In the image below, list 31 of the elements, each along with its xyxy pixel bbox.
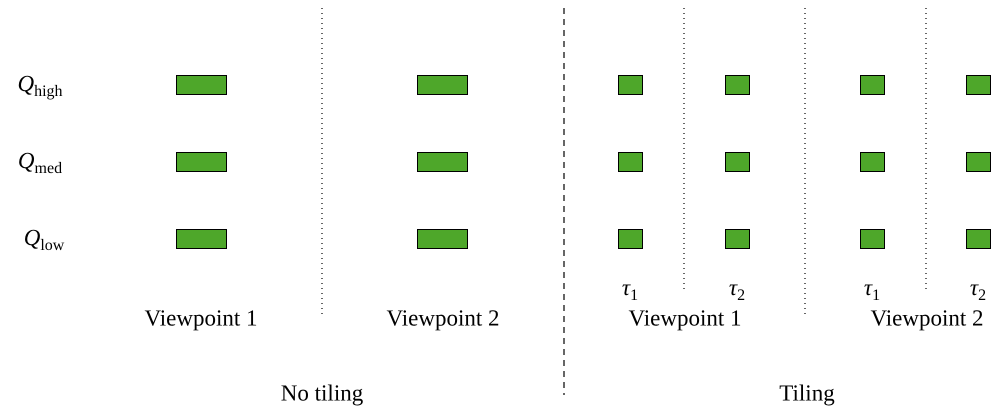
tile-label: τ$_{2}$ (970, 276, 986, 304)
column-label: Viewpoint 2 (870, 306, 984, 330)
bar-block (176, 75, 227, 95)
bar-block (860, 152, 885, 172)
bar-block (860, 75, 885, 95)
tile-label: τ$_{1}$ (864, 276, 880, 304)
bar-block (966, 152, 991, 172)
bar-block (725, 229, 750, 249)
bar-block (966, 75, 991, 95)
bar-block (618, 152, 643, 172)
bar-block (417, 152, 468, 172)
bar-block (860, 229, 885, 249)
bar-block (966, 229, 991, 249)
bar-block (618, 75, 643, 95)
bar-block (176, 229, 227, 249)
bar-block (618, 229, 643, 249)
row-label: Q$_{low}$ (24, 226, 64, 254)
bar-block (417, 75, 468, 95)
tile-label: τ$_{2}$ (728, 276, 746, 304)
row-label: Q$_{high}$ (17, 72, 63, 100)
section-label: Tiling (779, 382, 835, 404)
column-label: Viewpoint 2 (386, 306, 500, 330)
column-label: Viewpoint 1 (628, 306, 742, 330)
bar-block (417, 229, 468, 249)
tile-label: τ$_{1}$ (622, 276, 638, 304)
bar-block (725, 75, 750, 95)
row-label: Q$_{med}$ (18, 149, 62, 177)
section-label: No tiling (280, 382, 364, 404)
bar-block (725, 152, 750, 172)
bar-block (176, 152, 227, 172)
column-label: Viewpoint 1 (144, 306, 258, 330)
